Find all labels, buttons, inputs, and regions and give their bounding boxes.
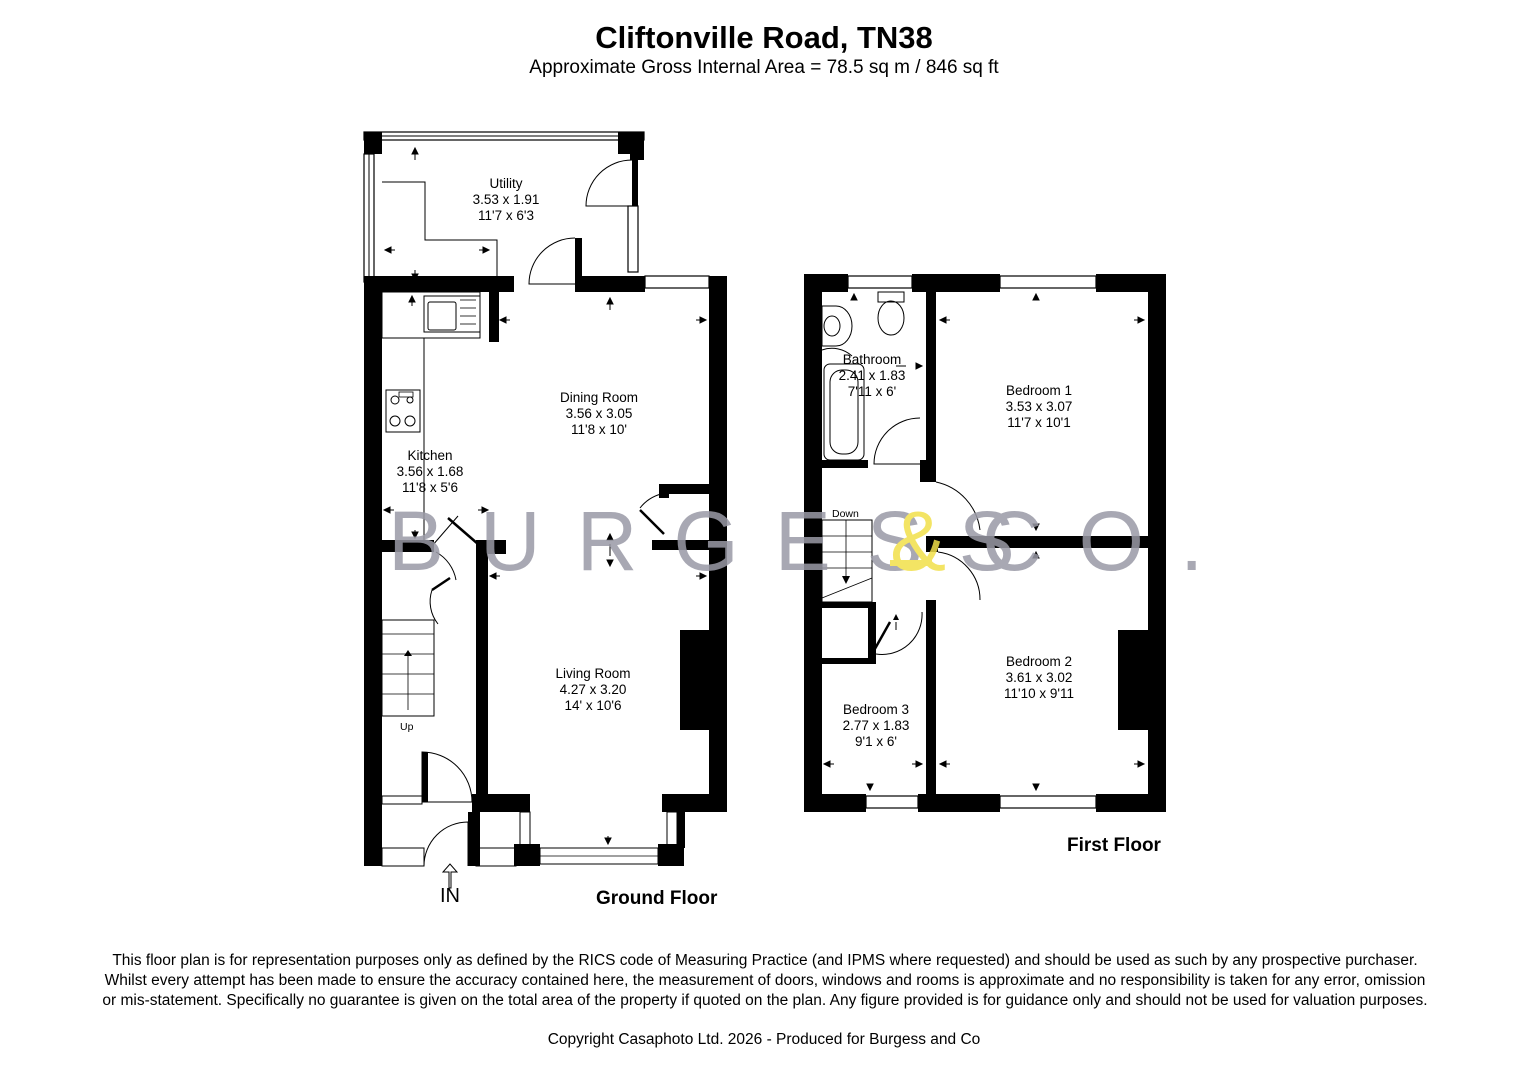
svg-text:Bedroom 3: Bedroom 3 [843, 702, 909, 717]
gross-area-subtitle: Approximate Gross Internal Area = 78.5 s… [529, 57, 999, 78]
svg-text:Bedroom 2: Bedroom 2 [1006, 654, 1072, 669]
room-label-bedroom-3: Bedroom 3 2.77 x 1.83 9'1 x 6' [843, 702, 910, 749]
svg-text:14' x 10'6: 14' x 10'6 [565, 698, 622, 713]
svg-text:11'8 x 5'6: 11'8 x 5'6 [402, 480, 458, 495]
copyright-text: Copyright Casaphoto Ltd. 2026 - Produced… [547, 1031, 981, 1048]
ground-floor-label: Ground Floor [596, 888, 718, 909]
svg-text:3.56 x 3.05: 3.56 x 3.05 [566, 406, 633, 421]
toilet [877, 291, 905, 303]
bedroom1-window [999, 275, 1097, 289]
room-label-utility: Utility 3.53 x 1.91 11'7 x 6'3 [473, 176, 540, 223]
svg-text:11'7 x 10'1: 11'7 x 10'1 [1007, 415, 1070, 430]
room-label-dining-room: Dining Room 3.56 x 3.05 11'8 x 10' [560, 390, 638, 437]
watermark-right-text: CO. [982, 494, 1239, 588]
ground-stairs [381, 619, 435, 717]
room-label-living-room: Living Room 4.27 x 3.20 14' x 10'6 [555, 666, 630, 713]
utility-right-window [627, 205, 639, 273]
floor-plan-drawing: BURGESS & CO. Utility 3.53 x 1.91 11'7 x… [363, 131, 1239, 909]
measurement-markers [822, 292, 1146, 792]
svg-text:3.53 x 1.91: 3.53 x 1.91 [473, 192, 540, 207]
svg-text:Bathroom: Bathroom [843, 352, 902, 367]
wall-block [618, 132, 644, 154]
svg-text:3.61 x 3.02: 3.61 x 3.02 [1006, 670, 1073, 685]
svg-text:2.77 x 1.83: 2.77 x 1.83 [843, 718, 910, 733]
svg-text:3.53 x 3.07: 3.53 x 3.07 [1006, 399, 1073, 414]
svg-text:11'10 x 9'11: 11'10 x 9'11 [1004, 686, 1074, 701]
wall-right [709, 276, 727, 812]
svg-text:11'8 x 10': 11'8 x 10' [571, 422, 627, 437]
dining-window [644, 275, 710, 289]
chimney-breast [1118, 630, 1148, 730]
kitchen-worktop [381, 291, 481, 339]
first-floor-plan [804, 274, 1166, 812]
svg-text:3.56 x 1.68: 3.56 x 1.68 [397, 464, 464, 479]
bath [823, 363, 865, 461]
first-floor-label: First Floor [1067, 835, 1162, 856]
ground-floor-plan [363, 131, 727, 889]
svg-text:Living Room: Living Room [555, 666, 630, 681]
stairs-down-label: Down [832, 508, 859, 520]
svg-text:7'11 x 6': 7'11 x 6' [848, 384, 896, 399]
stairs-up-label: Up [400, 721, 414, 733]
wall-top-left [364, 276, 514, 292]
wall-top-mid [575, 276, 645, 292]
room-label-bathroom: Bathroom 2.41 x 1.83 7'11 x 6' [839, 352, 906, 399]
svg-text:4.27 x 3.20: 4.27 x 3.20 [560, 682, 627, 697]
chimney-breast [680, 630, 709, 730]
svg-text:Kitchen: Kitchen [407, 448, 452, 463]
room-label-bedroom-2: Bedroom 2 3.61 x 3.02 11'10 x 9'11 [1004, 654, 1074, 701]
watermark-left-text: BURGESS [388, 494, 1051, 588]
kitchen-sink [423, 295, 481, 333]
kitchen-hob [385, 389, 421, 433]
bathroom-window [847, 275, 913, 289]
room-label-kitchen: Kitchen 3.56 x 1.68 11'8 x 5'6 [397, 448, 464, 495]
wall-left [804, 274, 822, 812]
svg-text:11'7 x 6'3: 11'7 x 6'3 [478, 208, 534, 223]
bedroom2-window [999, 795, 1097, 809]
svg-text:9'1 x 6': 9'1 x 6' [855, 734, 897, 749]
wall-left [364, 276, 382, 866]
front-door-window [381, 847, 425, 867]
entrance-label: IN [440, 885, 460, 907]
basin [821, 305, 853, 347]
measurement-markers [382, 146, 708, 846]
svg-text:Bedroom 1: Bedroom 1 [1006, 383, 1072, 398]
svg-text:Dining Room: Dining Room [560, 390, 638, 405]
watermark-amp-text: & [890, 494, 982, 588]
svg-text:2.41 x 1.83: 2.41 x 1.83 [839, 368, 906, 383]
entrance-arrow-icon [441, 863, 459, 889]
wall-right [1148, 274, 1166, 812]
svg-text:Utility: Utility [490, 176, 523, 191]
burgess-watermark: BURGESS & CO. [388, 494, 1239, 588]
plan-title: Cliftonville Road, TN38 [595, 20, 933, 55]
disclaimer-text: This floor plan is for representation pu… [102, 952, 1428, 1009]
wall-block [364, 132, 382, 154]
bedroom3-window [865, 795, 919, 809]
watermark-underline [890, 560, 932, 566]
room-label-bedroom-1: Bedroom 1 3.53 x 3.07 11'7 x 10'1 [1006, 383, 1073, 430]
